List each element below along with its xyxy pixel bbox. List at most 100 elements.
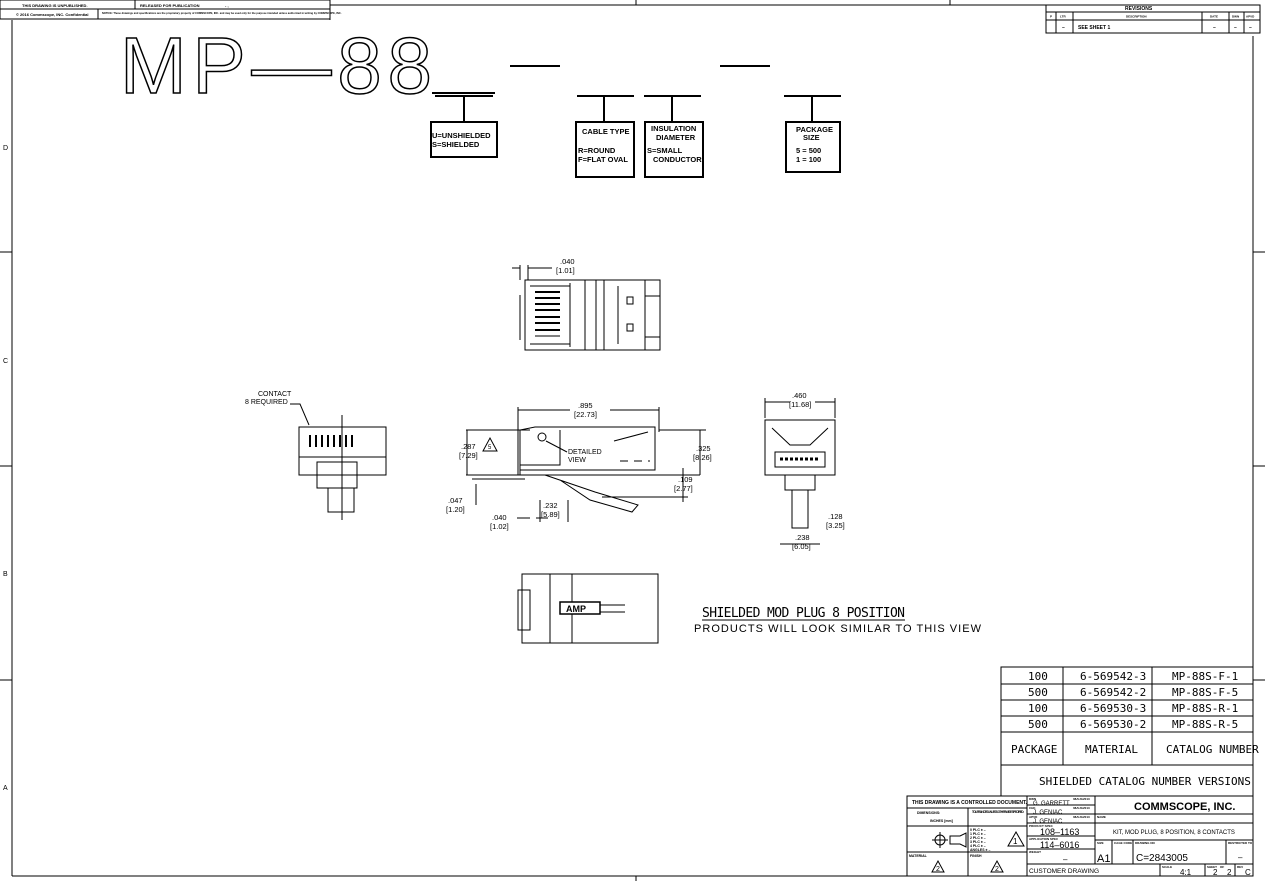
title-block: THIS DRAWING IS A CONTROLLED DOCUMENT. D… bbox=[906, 795, 1254, 877]
callout-text: PACKAGE bbox=[796, 125, 833, 134]
callout-shield: U=UNSHIELDED S=SHIELDED bbox=[430, 95, 498, 158]
units: INCHES [mm] bbox=[930, 819, 953, 823]
header-package: PACKAGE bbox=[1011, 743, 1057, 756]
callout-text: SIZE bbox=[803, 133, 820, 142]
tolerance: ANGLES ± – bbox=[970, 848, 990, 852]
drawn-by: G. GARRETT bbox=[1033, 801, 1070, 807]
rev-apvd: – bbox=[1249, 25, 1252, 31]
callout-text: R=ROUND bbox=[578, 146, 616, 155]
callout-text: U=UNSHIELDED bbox=[432, 131, 491, 140]
tolerance: 2 PLC ± – bbox=[970, 836, 986, 840]
callout-text: CONDUCTOR bbox=[653, 155, 702, 164]
application-spec-label: APPLICATION SPEC bbox=[1029, 837, 1059, 841]
zone-a: A bbox=[3, 785, 8, 792]
cell-catalog: MP-88S-R-5 bbox=[1172, 718, 1238, 731]
dim-238: .238 bbox=[795, 533, 810, 542]
callout-cable-type: CABLE TYPE R=ROUND F=FLAT OVAL bbox=[575, 95, 635, 178]
approved-by: J. GENIAC bbox=[1033, 819, 1063, 825]
drawn-date: 08AUG2013 bbox=[1073, 797, 1090, 801]
callout-package-size: PACKAGE SIZE 5 = 500 1 = 100 bbox=[784, 95, 841, 173]
rev-ltr: – bbox=[1062, 25, 1065, 31]
catalog-table: 100 6-569542-3 MP-88S-F-1 500 6-569542-2… bbox=[1000, 666, 1259, 797]
rev-col-date: DATE bbox=[1210, 15, 1218, 19]
callout-text: 1 = 100 bbox=[796, 155, 821, 164]
note-2-triangle-icon bbox=[931, 859, 945, 873]
header-block: THIS DRAWING IS UNPUBLISHED. RELEASED FO… bbox=[0, 0, 342, 20]
drawing-no-label: DRAWING NO bbox=[1135, 841, 1155, 845]
dim-232-mm: [5.89] bbox=[541, 510, 560, 519]
tolerance: 3 PLC ± – bbox=[970, 840, 986, 844]
proprietary-notice: NOTICE: These drawings and specification… bbox=[102, 11, 342, 15]
cell-package: 500 bbox=[1028, 718, 1048, 731]
finish-label: FINISH bbox=[970, 854, 982, 858]
company-name: COMMSCOPE, INC. bbox=[1134, 801, 1235, 813]
dim-287: .287 bbox=[461, 442, 476, 451]
dim-895: .895 bbox=[578, 401, 593, 410]
part-prefix: MP—88 bbox=[120, 21, 432, 110]
cell-package: 100 bbox=[1028, 702, 1048, 715]
rev-dwn: – bbox=[1234, 25, 1237, 31]
drawing-number: C=2843005 bbox=[1136, 853, 1188, 864]
note-5-triangle-icon bbox=[482, 436, 498, 452]
tolerances-label: TOLERANCES UNLESS OTHERWISE SPECIFIED: bbox=[972, 810, 1024, 814]
callout-text: S=SMALL bbox=[647, 146, 683, 155]
dim-109-mm: [2.77] bbox=[674, 484, 693, 493]
scale-label: SCALE bbox=[1162, 865, 1172, 869]
cell-material: 6-569542-3 bbox=[1080, 670, 1146, 683]
note-1: 1 bbox=[1013, 837, 1018, 846]
cell-material: 6-569530-2 bbox=[1080, 718, 1146, 731]
detailed-view-label: DETAILED bbox=[568, 449, 602, 456]
dim-325: .325 bbox=[696, 444, 711, 453]
callout-text: 5 = 500 bbox=[796, 146, 821, 155]
note-1-triangle-icon bbox=[1007, 830, 1025, 847]
dim-040-mm: [1.02] bbox=[490, 522, 509, 531]
contact-label-count: 8 REQUIRED bbox=[245, 399, 288, 406]
rev-label: REV bbox=[1237, 865, 1243, 869]
tolerance: 1 PLC ± – bbox=[970, 832, 986, 836]
callout-text: F=FLAT OVAL bbox=[578, 155, 628, 164]
weight: – bbox=[1063, 855, 1068, 864]
rev-col-ltr: LTR bbox=[1060, 15, 1066, 19]
rev-description: SEE SHEET 1 bbox=[1078, 25, 1110, 31]
released-value: - , bbox=[225, 3, 229, 8]
dim-top-040-mm: [1.01] bbox=[556, 266, 575, 275]
rev-col-dwn: DWN bbox=[1232, 15, 1239, 19]
checked-date: 08AUG2013 bbox=[1073, 806, 1090, 810]
sheet-label: SHEET bbox=[1207, 865, 1217, 869]
note-2-finish: 2 bbox=[995, 866, 999, 873]
callout-text: DIAMETER bbox=[656, 133, 696, 142]
callout-text: CABLE TYPE bbox=[582, 127, 630, 136]
approved-date: 08AUG2013 bbox=[1073, 815, 1090, 819]
rev-date: – bbox=[1213, 25, 1216, 31]
callout-text: S=SHIELDED bbox=[432, 140, 480, 149]
dim-128-mm: [3.25] bbox=[826, 521, 845, 530]
restricted-label: RESTRICTED TO bbox=[1228, 841, 1253, 845]
released-note: RELEASED FOR PUBLICATION bbox=[140, 3, 200, 8]
restricted-value: – bbox=[1238, 853, 1243, 862]
weight-label: WEIGHT bbox=[1029, 850, 1041, 854]
cell-material: 6-569542-2 bbox=[1080, 686, 1146, 699]
controlled-document: THIS DRAWING IS A CONTROLLED DOCUMENT. bbox=[912, 800, 1028, 806]
drawing-name: KIT, MOD PLUG, 8 POSITION, 8 CONTACTS bbox=[1113, 830, 1235, 836]
cell-package: 100 bbox=[1028, 670, 1048, 683]
rev-col-apvd: APVD bbox=[1246, 15, 1255, 19]
size-label: SIZE bbox=[1097, 841, 1104, 845]
zone-labels: D C B A bbox=[3, 145, 8, 792]
zone-c: C bbox=[3, 358, 8, 365]
amp-logo: AMP bbox=[566, 604, 586, 614]
revisions-title: REVISIONS bbox=[1125, 6, 1153, 12]
dim-047-mm: [1.20] bbox=[446, 505, 465, 514]
note-2-triangle-icon bbox=[990, 859, 1004, 873]
dim-460-mm: [11.68] bbox=[789, 400, 811, 409]
end-view: .460 [11.68] .128 [3.25] .238 [6.05] bbox=[764, 391, 845, 551]
cell-package: 500 bbox=[1028, 686, 1048, 699]
rev-col-description: DESCRIPTION bbox=[1126, 15, 1147, 19]
checked-by: J. GENIAC bbox=[1033, 810, 1063, 816]
dim-287-mm: [7.29] bbox=[459, 451, 478, 460]
rev-col-p: P bbox=[1050, 15, 1052, 19]
dim-232: .232 bbox=[543, 501, 558, 510]
view-subtitle: PRODUCTS WILL LOOK SIMILAR TO THIS VIEW bbox=[694, 623, 982, 635]
revisions-table: REVISIONS P LTR DESCRIPTION DATE DWN APV… bbox=[1045, 4, 1261, 34]
